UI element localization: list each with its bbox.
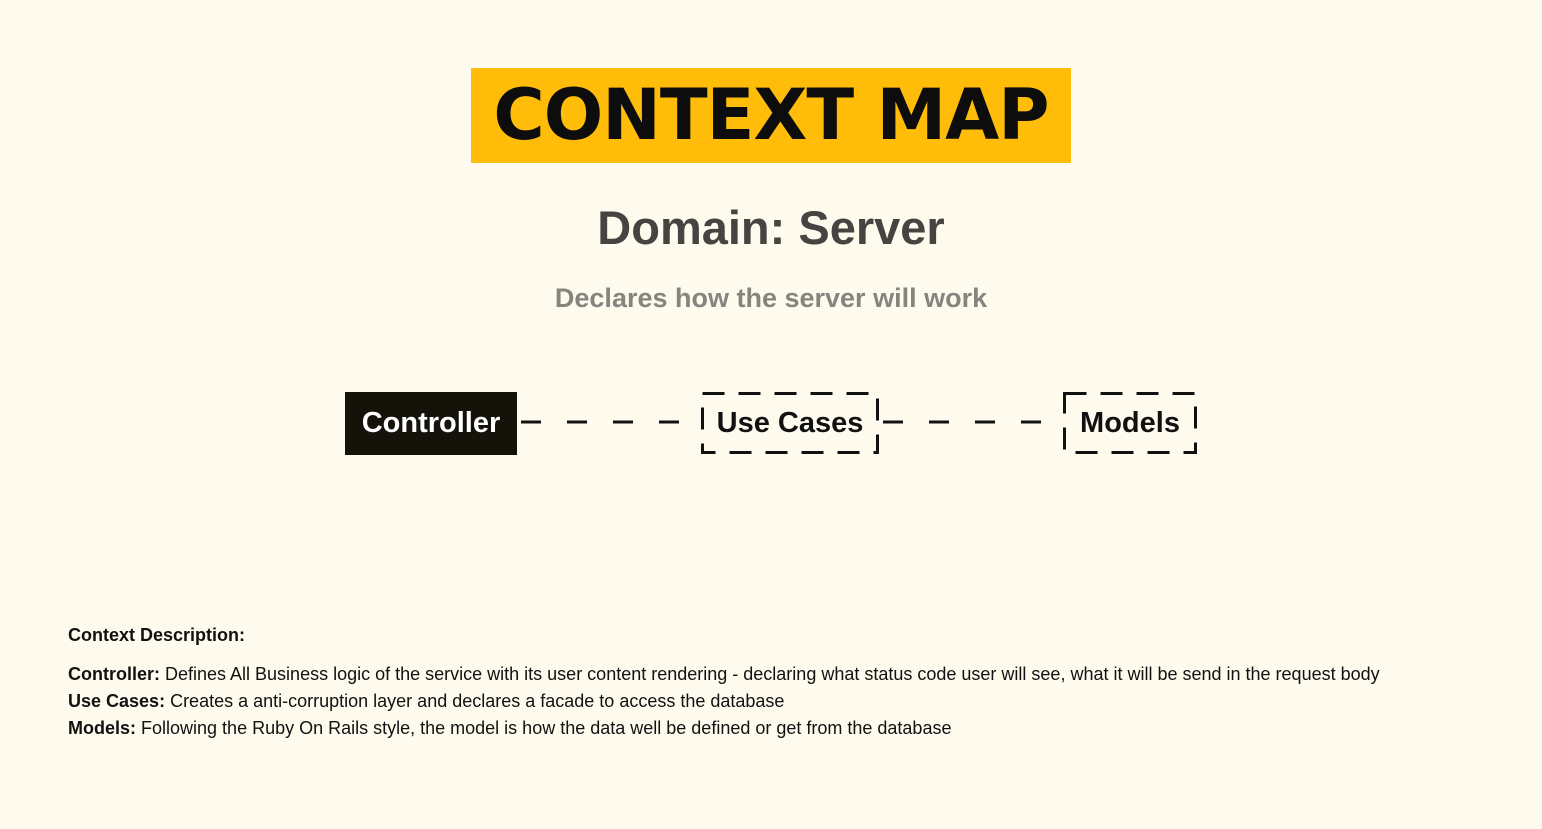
node-use-cases-label: Use Cases xyxy=(716,406,864,439)
node-models-border xyxy=(1063,392,1197,454)
description-item-use-cases: Use Cases: Creates a anti-corruption lay… xyxy=(68,688,1508,715)
node-models: Models xyxy=(1063,392,1197,454)
page-title: CONTEXT MAP xyxy=(493,74,1049,156)
node-controller-label: Controller xyxy=(361,407,501,439)
context-description: Context Description: Controller: Defines… xyxy=(68,625,1508,742)
description-item-models: Models: Following the Ruby On Rails styl… xyxy=(68,715,1508,742)
node-use-cases-border xyxy=(701,392,879,454)
domain-title: Domain: Server xyxy=(597,201,945,254)
description-term: Use Cases: xyxy=(68,691,166,711)
node-models-label: Models xyxy=(1080,406,1180,439)
description-text: Creates a anti-corruption layer and decl… xyxy=(165,691,785,711)
description-term: Controller: xyxy=(68,664,160,684)
title-highlight: CONTEXT MAP xyxy=(471,68,1071,163)
description-term: Models: xyxy=(68,718,137,738)
description-item-controller: Controller: Defines All Business logic o… xyxy=(68,661,1508,688)
context-description-heading: Context Description: xyxy=(68,625,246,645)
description-text: Defines All Business logic of the servic… xyxy=(160,664,1380,684)
connector-use-cases-models xyxy=(879,420,1065,424)
domain-subtitle: Declares how the server will work xyxy=(554,283,988,313)
description-text: Following the Ruby On Rails style, the m… xyxy=(136,718,952,738)
node-controller: Controller xyxy=(345,392,517,455)
node-use-cases: Use Cases xyxy=(701,392,879,454)
connector-controller-use-cases xyxy=(517,420,703,424)
